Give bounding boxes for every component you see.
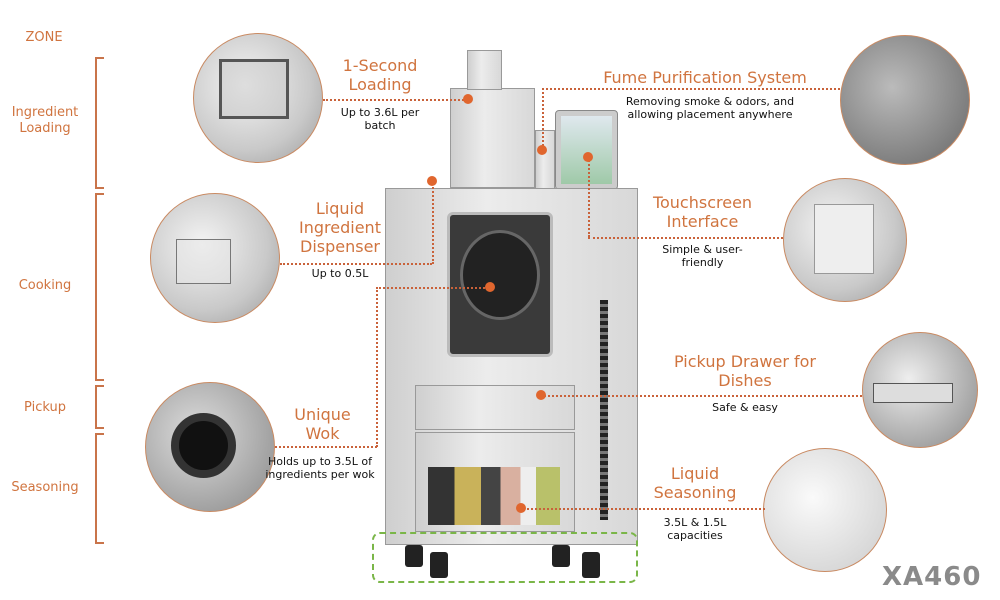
dispenser-title: Liquid Ingredient Dispenser	[299, 199, 381, 256]
wheel	[430, 552, 448, 578]
dispenser-desc: Up to 0.5L	[311, 267, 369, 280]
seasoning-desc: 3.5L & 1.5L capacities	[663, 516, 727, 542]
seasoning-photo	[763, 448, 887, 572]
wheel	[582, 552, 600, 578]
wheels-highlight	[372, 532, 638, 583]
hopper-top	[467, 50, 502, 90]
wheel	[405, 545, 423, 567]
zone-bracket	[95, 193, 104, 381]
seasoning-bottles	[428, 467, 560, 525]
loading-photo	[193, 33, 323, 163]
wok-title: Unique Wok	[294, 405, 351, 443]
spray-hose	[600, 300, 608, 520]
dispenser-photo	[150, 193, 280, 323]
fume-desc: Removing smoke & odors, and allowing pla…	[625, 95, 795, 121]
touchscreen-title: Touchscreen Interface	[652, 193, 753, 231]
loading-title: 1-Second Loading	[342, 56, 418, 94]
zone-seasoning: Seasoning	[11, 480, 79, 495]
drawer-title: Pickup Drawer for Dishes	[674, 352, 816, 390]
touchscreen-photo	[783, 178, 907, 302]
drawer-desc: Safe & easy	[712, 401, 778, 414]
zone-bracket	[95, 433, 104, 544]
seasoning-title: Liquid Seasoning	[653, 464, 737, 502]
drawer-photo	[862, 332, 978, 448]
loading-desc: Up to 3.6L per batch	[340, 106, 420, 132]
zone-bracket	[95, 57, 104, 189]
wok-photo	[145, 382, 275, 512]
fume-photo	[840, 35, 970, 165]
cooking-window	[447, 212, 553, 357]
touchscreen	[555, 110, 618, 190]
wheel	[552, 545, 570, 567]
fume-title: Fume Purification System	[603, 68, 807, 87]
zone-bracket	[95, 385, 104, 429]
hopper	[450, 88, 535, 188]
pickup-drawer	[415, 385, 575, 430]
model-name: XA460	[882, 562, 982, 592]
zone-header: ZONE	[25, 30, 63, 45]
zone-ingredient-loading: Ingredient Loading	[11, 105, 79, 136]
zone-cooking: Cooking	[18, 278, 72, 293]
touchscreen-desc: Simple & user-friendly	[662, 243, 743, 269]
zone-pickup: Pickup	[24, 400, 66, 415]
wok-desc: Holds up to 3.5L of ingredients per wok	[265, 455, 375, 481]
fume-unit	[535, 130, 555, 190]
